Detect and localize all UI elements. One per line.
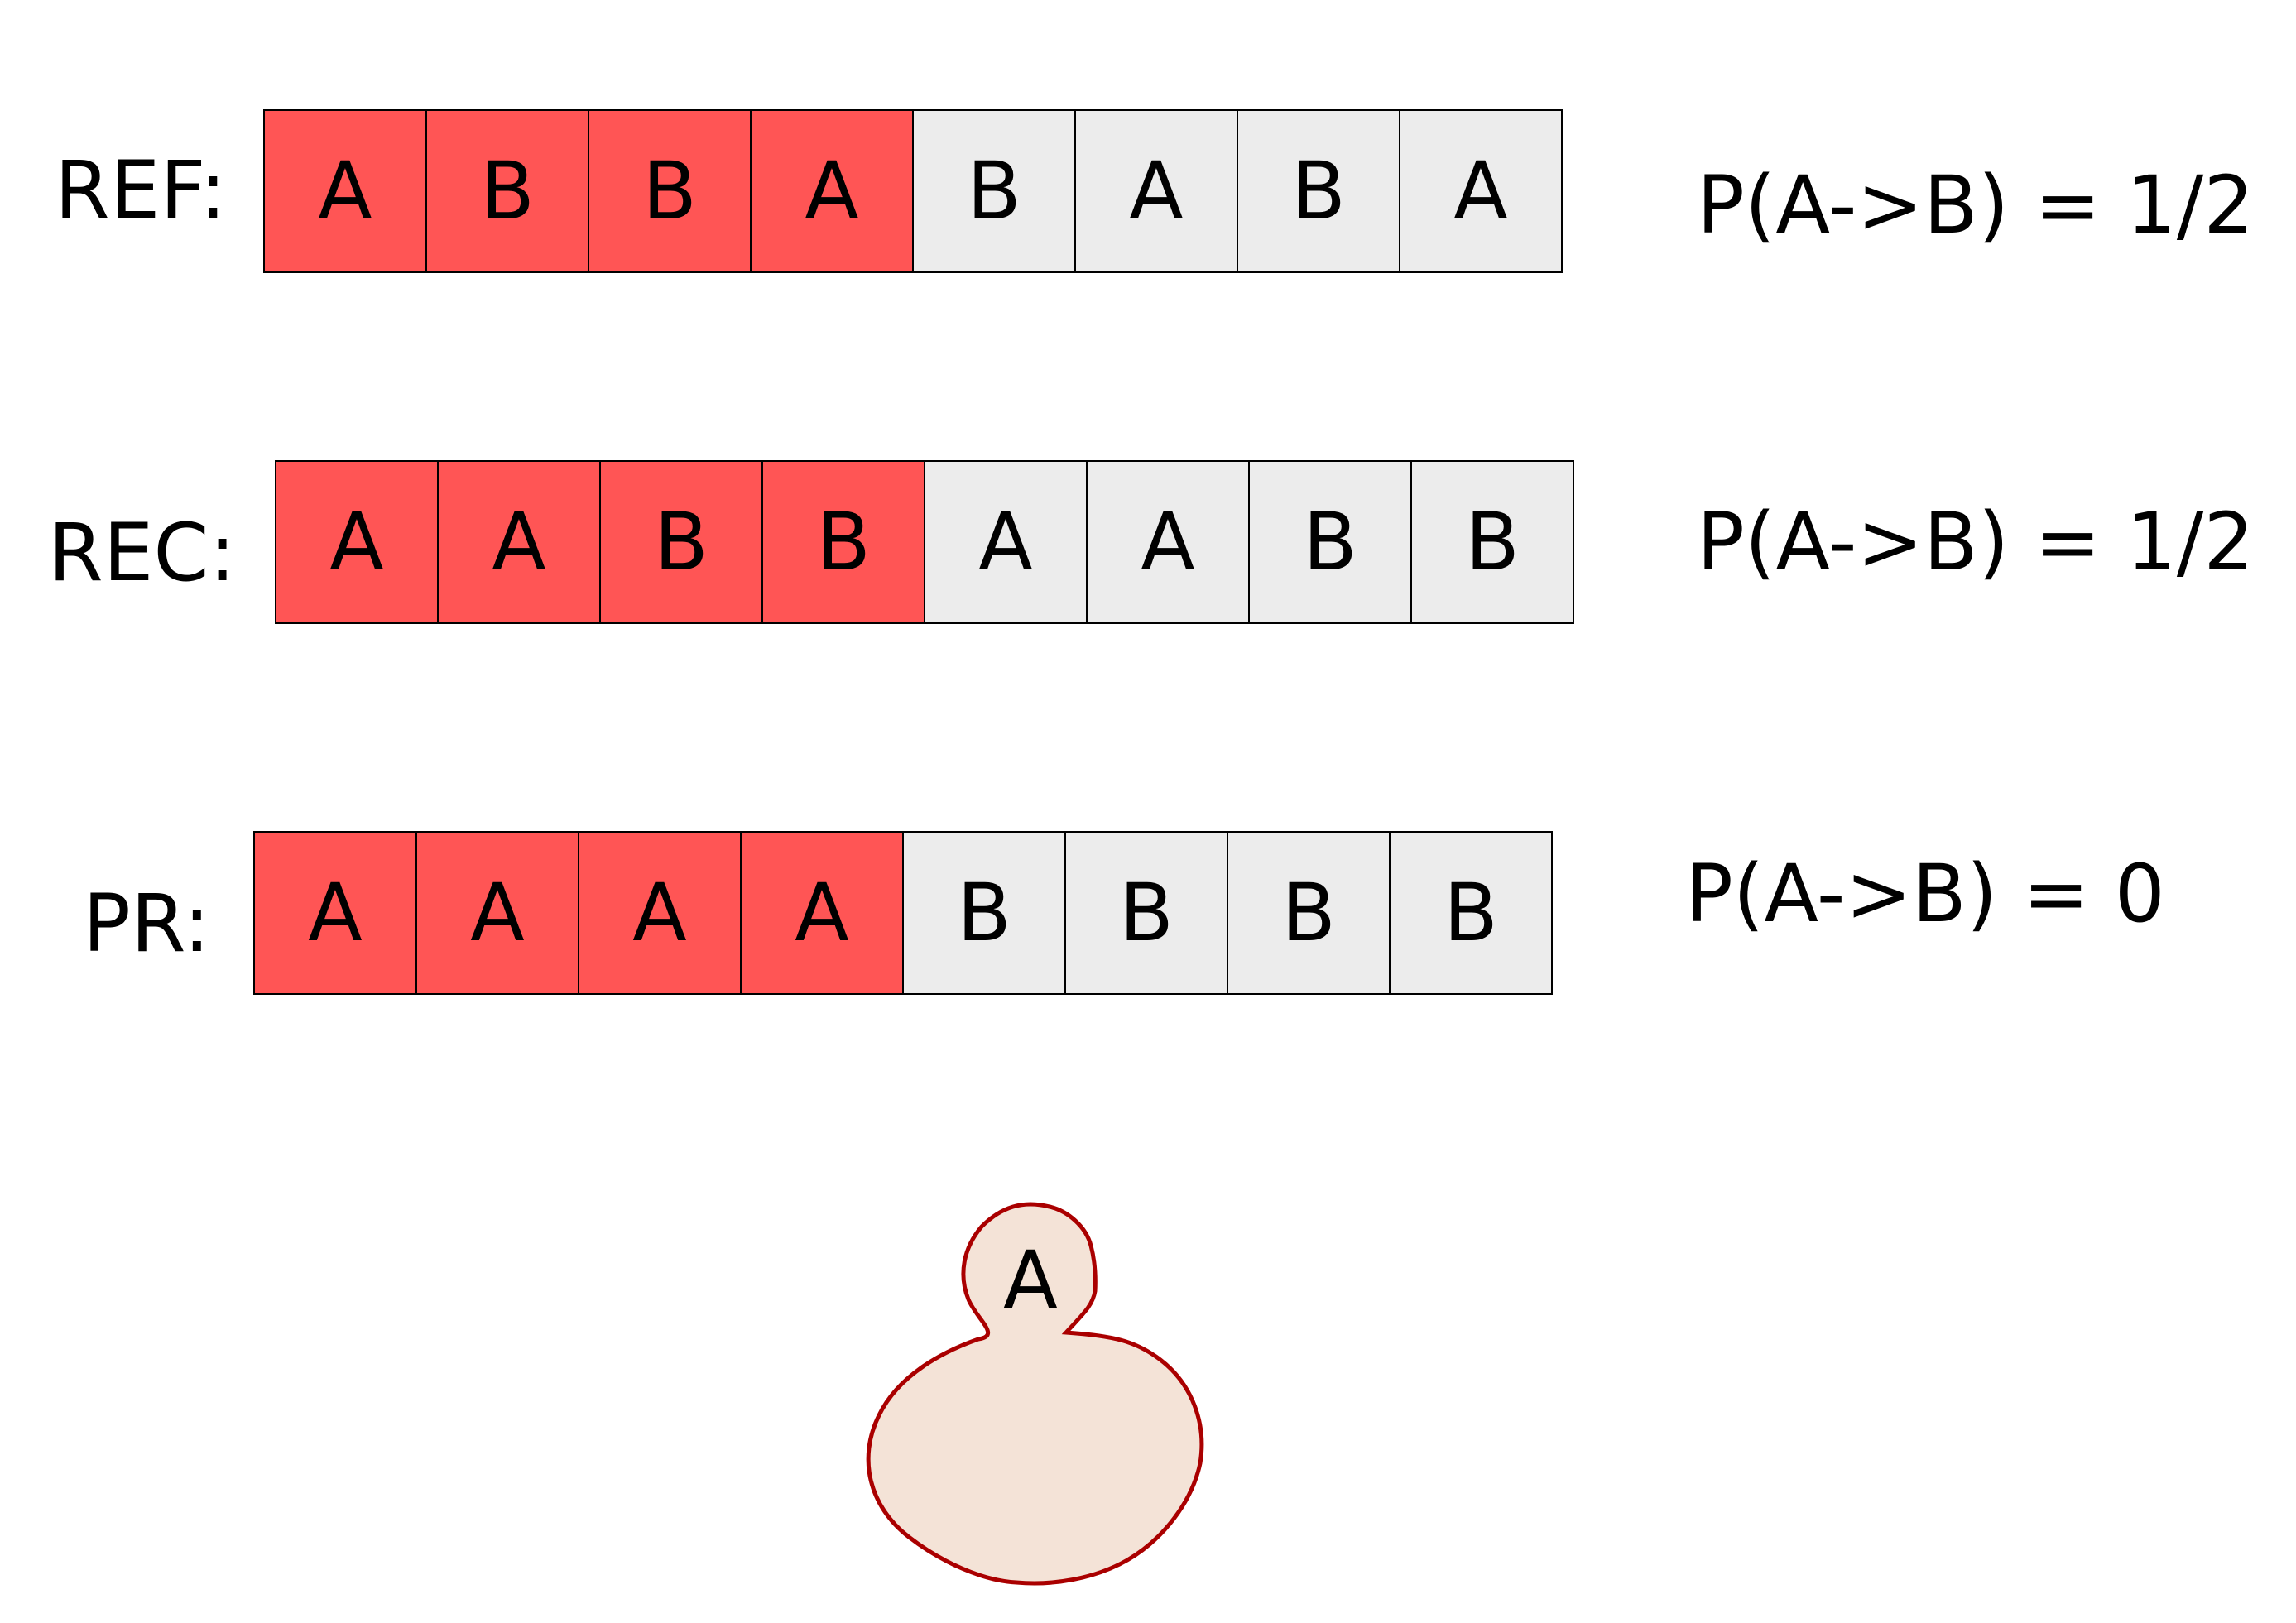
row-label-ref: REF: [55,144,227,237]
sequence-cell: A [750,109,914,273]
sequence-cell: A [578,831,742,995]
sequence-cell: A [253,831,417,995]
row-label-rec: REC: [48,507,236,599]
sequence-cell: B [902,831,1066,995]
sequence-cell: A [924,460,1088,624]
probability-pr: P(A->B) = 0 [1685,848,2165,940]
sequence-cell: A [275,460,439,624]
sequence-cell: A [1086,460,1250,624]
person-silhouette-outline [866,1202,1204,1586]
sequence-cell: B [599,460,763,624]
sequence-cell: B [1064,831,1228,995]
row-label-pr: PR: [83,877,210,970]
sequence-cell: A [1074,109,1238,273]
figure-label: A [1003,1234,1058,1327]
sequence-cell: B [761,460,925,624]
sequence-cell: B [425,109,589,273]
sequence-cell: A [437,460,601,624]
person-silhouette-icon: A [866,1202,1204,1586]
sequence-cell: A [1399,109,1563,273]
sequence-cell: B [1410,460,1574,624]
sequence-cell: A [415,831,579,995]
sequence-cell: B [912,109,1076,273]
sequence-cell: B [1389,831,1553,995]
sequence-cell: A [740,831,904,995]
sequence-cell: B [1237,109,1400,273]
sequence-cell: B [1227,831,1391,995]
sequence-cell: A [263,109,427,273]
probability-rec: P(A->B) = 1/2 [1697,496,2255,588]
sequence-cell: B [588,109,752,273]
probability-ref: P(A->B) = 1/2 [1697,159,2255,252]
sequence-cell: B [1248,460,1412,624]
